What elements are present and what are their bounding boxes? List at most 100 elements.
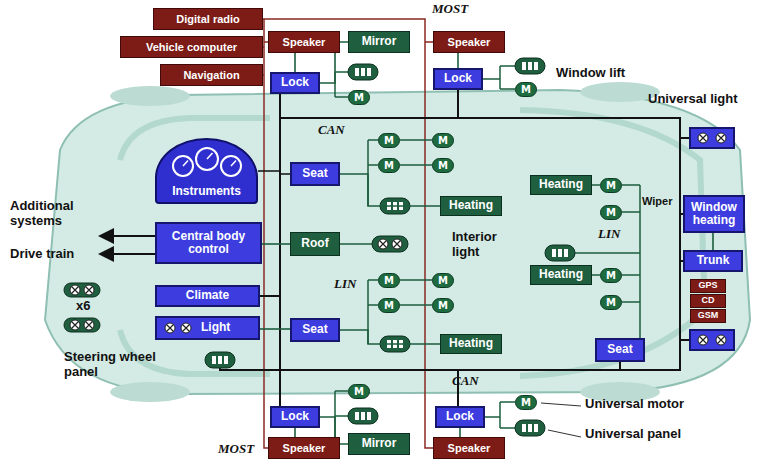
label-text: CAN — [452, 373, 479, 388]
motor-symbol: M — [378, 133, 400, 148]
label-text: LIN — [334, 276, 356, 291]
motor-symbol: M — [600, 205, 622, 220]
control-unit-box: Seat — [290, 162, 340, 186]
box-label: Heating — [539, 178, 583, 191]
box-label: Speaker — [283, 442, 326, 454]
box-label: Lock — [281, 410, 309, 423]
label-text: M — [384, 301, 394, 311]
bus-connector — [258, 171, 290, 174]
label-text: M — [438, 276, 448, 286]
label-text: MOST — [432, 1, 468, 16]
control-unit-box: Climate — [155, 285, 260, 307]
bus-device-box: Speaker — [268, 437, 340, 459]
box-label: Light — [201, 321, 230, 334]
bus-device-box: Speaker — [433, 437, 505, 459]
actuator-box: Roof — [290, 232, 340, 256]
callout-label: x6 — [76, 299, 90, 314]
bus-device-box: GPS — [690, 279, 726, 293]
box-label: Climate — [186, 289, 229, 302]
bus-connector — [713, 233, 714, 250]
control-unit-box: Lock — [435, 406, 485, 428]
callout-label: Window lift — [556, 66, 625, 81]
instrument-cluster: Instruments — [155, 138, 258, 204]
label-text: CAN — [318, 122, 345, 137]
label-text: Wiper — [642, 195, 672, 207]
bus-name: LIN — [598, 226, 620, 242]
label-text: Universal motor — [585, 396, 684, 411]
box-label: Digital radio — [176, 13, 240, 25]
callout-label: Universal panel — [585, 427, 681, 442]
bus-connector — [460, 428, 461, 437]
motor-symbol: M — [348, 90, 370, 105]
motor-symbol: M — [378, 158, 400, 173]
gauge-symbol — [157, 144, 256, 184]
label-text: LIN — [598, 226, 620, 241]
bus-device-box: GSM — [690, 309, 726, 323]
box-label: Speaker — [448, 442, 491, 454]
actuator-box: Heating — [530, 175, 592, 195]
bus-name: MOST — [432, 1, 468, 17]
bus-device-box: Speaker — [268, 31, 340, 53]
motor-symbol: M — [600, 268, 622, 283]
bus-device-box: Speaker — [433, 31, 505, 53]
motor-symbol: M — [378, 298, 400, 313]
label-text: M — [606, 298, 616, 308]
box-label: Roof — [301, 237, 328, 250]
bus-connector — [260, 329, 290, 330]
label-text: Additional systems — [10, 198, 74, 228]
bus-connector — [295, 428, 296, 437]
box-label: Heating — [449, 337, 493, 350]
box-label: Seat — [302, 323, 327, 336]
box-label: Lock — [444, 72, 472, 85]
box-label: Navigation — [183, 69, 239, 81]
label-text: M — [606, 208, 616, 218]
motor-symbol: M — [378, 273, 400, 288]
label-text: x6 — [76, 298, 90, 313]
motor-symbol: M — [432, 298, 454, 313]
label-text: M — [438, 301, 448, 311]
bus-connector — [295, 53, 296, 72]
label-text: Universal light — [648, 91, 738, 106]
bus-connector — [262, 244, 290, 245]
control-unit-box: Lock — [270, 72, 320, 94]
motor-symbol: M — [515, 395, 537, 410]
control-unit-box: Light — [155, 316, 260, 340]
callout-label: Universal light — [648, 92, 738, 107]
label-text: M — [384, 136, 394, 146]
callout-label: Drive train — [10, 247, 74, 262]
label-text: M — [384, 276, 394, 286]
box-label: GPS — [698, 281, 717, 291]
box-label: Mirror — [362, 437, 397, 450]
callout-label: Additional systems — [10, 199, 100, 229]
callout-label: Interior light — [452, 230, 514, 260]
label-text: Drive train — [10, 246, 74, 261]
control-unit-box: Central body control — [155, 222, 262, 264]
control-unit-box: Window heating — [683, 195, 745, 233]
label-text: Interior light — [452, 229, 497, 259]
bus-connector — [340, 174, 440, 206]
actuator-box: Mirror — [348, 433, 410, 455]
label-text: M — [521, 85, 531, 95]
box-label: CD — [702, 296, 715, 306]
motor-symbol: M — [432, 158, 454, 173]
label-text: Universal panel — [585, 426, 681, 441]
bus-connector — [340, 330, 440, 344]
control-unit-box: Lock — [433, 68, 483, 90]
box-label: Speaker — [283, 36, 326, 48]
control-unit-box: Seat — [290, 318, 340, 342]
box-label: Instruments — [172, 185, 241, 198]
box-label: Mirror — [362, 35, 397, 48]
bus-name: CAN — [318, 122, 345, 138]
bus-device-box: Navigation — [160, 64, 263, 86]
motor-symbol: M — [432, 273, 454, 288]
label-text: M — [606, 181, 616, 191]
label-text: M — [606, 271, 616, 281]
actuator-box: Heating — [530, 265, 592, 285]
motor-symbol: M — [515, 82, 537, 97]
control-unit-box: Lock — [270, 406, 320, 428]
box-label: Window heating — [689, 201, 739, 227]
lamp-symbol — [162, 321, 196, 335]
box-label: Lock — [281, 76, 309, 89]
motor-symbol: M — [348, 384, 370, 399]
